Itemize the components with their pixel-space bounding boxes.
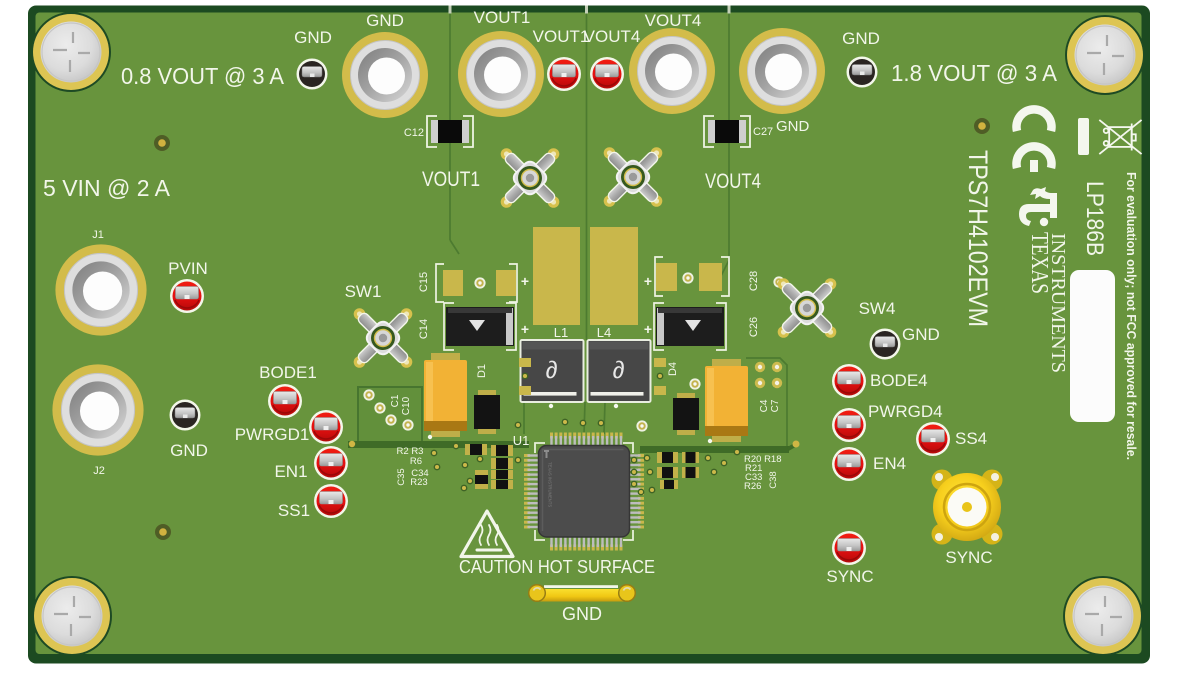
svg-text:SW4: SW4 — [859, 299, 896, 318]
svg-text:1.8 VOUT @ 3 A: 1.8 VOUT @ 3 A — [891, 60, 1057, 86]
svg-text:C12: C12 — [404, 127, 424, 139]
svg-text:C35: C35 — [396, 468, 407, 485]
svg-text:For evaluation only; not FCC a: For evaluation only; not FCC approved fo… — [1124, 172, 1139, 460]
svg-text:C38: C38 — [768, 471, 779, 488]
svg-text:+: + — [644, 321, 652, 337]
svg-text:L4: L4 — [597, 325, 611, 340]
svg-text:C26: C26 — [748, 317, 760, 337]
svg-text:C4: C4 — [759, 399, 770, 412]
svg-text:VOUT1: VOUT1 — [474, 8, 531, 27]
svg-text:EN1: EN1 — [274, 462, 307, 481]
svg-text:C1: C1 — [390, 394, 401, 407]
svg-text:+: + — [521, 273, 529, 289]
svg-text:U1: U1 — [513, 433, 530, 448]
svg-text:D1: D1 — [476, 364, 488, 378]
svg-text:J2: J2 — [93, 465, 105, 477]
svg-text:R2 R3: R2 R3 — [397, 446, 424, 457]
svg-text:TEXAS INSTRUMENTS: TEXAS INSTRUMENTS — [548, 462, 553, 507]
svg-text:TPS7H4102EVM: TPS7H4102EVM — [963, 150, 993, 327]
svg-text:+: + — [644, 273, 652, 289]
svg-text:∂: ∂ — [546, 357, 558, 384]
svg-text:VOUT1: VOUT1 — [422, 168, 480, 191]
svg-text:R6: R6 — [410, 456, 422, 467]
svg-text:D4: D4 — [667, 362, 679, 376]
svg-text:+: + — [521, 321, 529, 337]
svg-text:R20 R18: R20 R18 — [744, 454, 782, 465]
svg-text:LP186B: LP186B — [1081, 181, 1108, 256]
svg-text:J1: J1 — [92, 229, 104, 241]
svg-text:INSTRUMENTS: INSTRUMENTS — [1047, 233, 1069, 373]
svg-text:PVIN: PVIN — [168, 259, 208, 278]
svg-text:R26: R26 — [744, 481, 761, 492]
svg-text:VOUT4: VOUT4 — [645, 11, 702, 30]
svg-text:CAUTION HOT SURFACE: CAUTION HOT SURFACE — [459, 556, 655, 577]
svg-text:GND: GND — [842, 29, 880, 48]
svg-text:SYNC: SYNC — [826, 567, 873, 586]
svg-text:GND: GND — [562, 604, 602, 624]
svg-text:5 VIN @ 2 A: 5 VIN @ 2 A — [43, 175, 170, 201]
svg-text:TEXAS: TEXAS — [1026, 232, 1052, 294]
svg-text:C10: C10 — [401, 396, 412, 415]
svg-text:GND: GND — [170, 441, 208, 460]
svg-text:GND: GND — [902, 325, 940, 344]
svg-text:R21: R21 — [745, 463, 762, 474]
svg-text:R23: R23 — [410, 477, 427, 488]
svg-text:PWRGD1: PWRGD1 — [235, 425, 310, 444]
svg-text:VOUT4: VOUT4 — [584, 27, 641, 46]
svg-text:C34: C34 — [411, 468, 428, 479]
svg-text:GND: GND — [366, 11, 404, 30]
svg-text:C33: C33 — [745, 472, 762, 483]
svg-text:SYNC: SYNC — [945, 548, 992, 567]
svg-text:C28: C28 — [748, 271, 760, 291]
svg-text:BODE1: BODE1 — [259, 363, 317, 382]
svg-text:GND: GND — [776, 118, 810, 135]
svg-text:C15: C15 — [418, 272, 430, 292]
svg-text:VOUT1: VOUT1 — [533, 27, 590, 46]
svg-text:∂: ∂ — [613, 357, 625, 384]
svg-text:VOUT4: VOUT4 — [705, 170, 761, 193]
svg-text:PWRGD4: PWRGD4 — [868, 402, 943, 421]
svg-text:SS1: SS1 — [278, 501, 310, 520]
svg-text:0.8 VOUT @ 3 A: 0.8 VOUT @ 3 A — [121, 63, 284, 89]
svg-text:C27: C27 — [753, 126, 773, 138]
svg-text:C7: C7 — [770, 399, 781, 412]
svg-text:SW1: SW1 — [345, 282, 382, 301]
svg-text:EN4: EN4 — [873, 454, 906, 473]
svg-text:GND: GND — [294, 28, 332, 47]
svg-text:L1: L1 — [554, 325, 568, 340]
svg-text:C14: C14 — [418, 319, 430, 339]
svg-text:SS4: SS4 — [955, 429, 987, 448]
svg-text:BODE4: BODE4 — [870, 371, 928, 390]
